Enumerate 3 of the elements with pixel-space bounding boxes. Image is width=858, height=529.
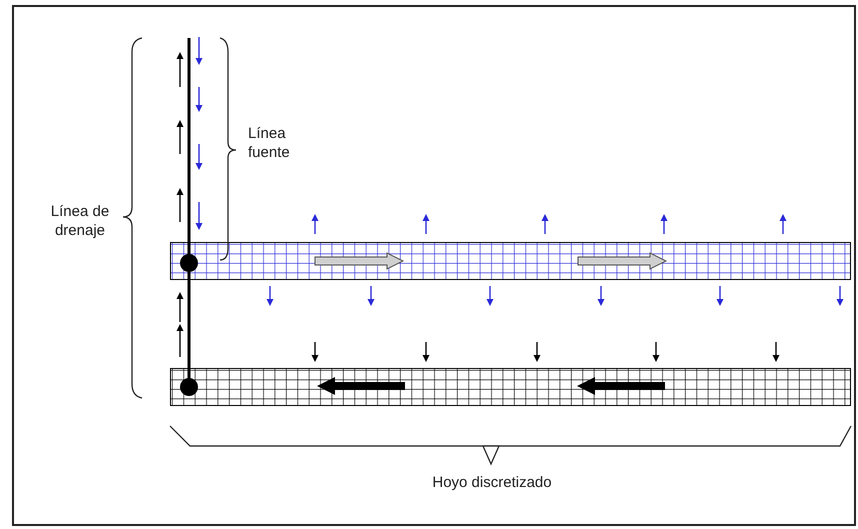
label: Hoyo discretizado (431, 473, 553, 492)
label: Línea fuente (248, 124, 291, 162)
label: Línea de drenaje (50, 202, 110, 240)
